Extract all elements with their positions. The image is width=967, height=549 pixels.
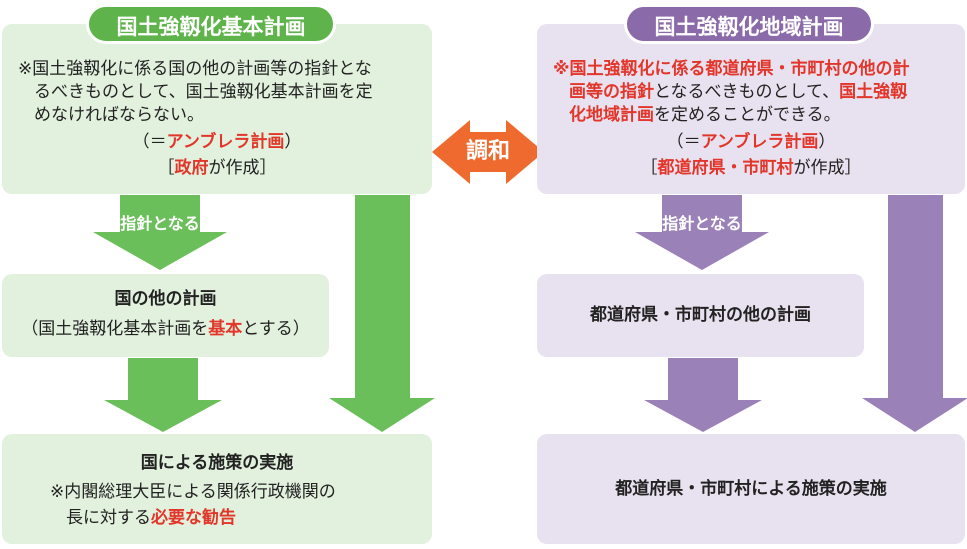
left-implementation-box	[2, 434, 432, 544]
left-mid-sub: （国土強靱化基本計画を基本とする）	[2, 318, 329, 341]
right-desc-line1: ※国土強靱化に係る都道府県・市町村の他の計	[553, 58, 910, 81]
right-umbrella-pre: （＝	[666, 132, 701, 152]
right-maker-post: が作成］	[793, 158, 862, 178]
left-basic-plan-box	[2, 24, 432, 194]
left-umbrella-line: （＝アンブレラ計画）	[2, 131, 432, 154]
right-long-arrow	[862, 195, 967, 432]
right-guide-arrow	[635, 195, 769, 270]
left-desc-line3: めなければならない。	[34, 105, 204, 125]
right-maker-red: 都道府県・市町村	[657, 158, 794, 178]
left-maker-red: 政府	[174, 158, 209, 178]
harmony-label: 調和	[465, 139, 510, 164]
left-mid-sub-post: とする）	[242, 319, 310, 339]
right-umbrella-red: アンブレラ計画	[700, 132, 819, 152]
right-desc-l1-red: ※国土強靱化に係る都道府県・市町村の他の計	[553, 59, 910, 79]
left-bottom-line2-red: 必要な勧告	[151, 508, 236, 528]
right-umbrella-line: （＝アンブレラ計画）	[537, 131, 965, 154]
left-long-arrow	[329, 195, 435, 432]
left-maker-pre: ［	[157, 158, 175, 178]
right-implementation-box	[537, 434, 965, 544]
right-title-pill: 国土強靱化地域計画	[624, 4, 874, 44]
right-desc-l2-red2: 国土強靱	[839, 82, 908, 102]
right-regional-plan-box	[537, 24, 965, 194]
right-other-plans-box	[537, 274, 864, 357]
right-desc-line3: 化地域計画を定めることができる。	[569, 104, 841, 127]
left-other-plans-box	[2, 274, 329, 357]
left-umbrella-post: ）	[284, 132, 302, 152]
left-mid-title: 国の他の計画	[114, 289, 217, 309]
left-guide-label: 指針となる	[120, 214, 200, 233]
right-maker-line: ［都道府県・市町村が作成］	[537, 157, 965, 180]
right-desc-line2: 画等の指針となるべきものとして、国土強靱	[569, 81, 907, 104]
harmony-double-arrow	[432, 120, 544, 184]
left-bottom-line2: 長に対する必要な勧告	[66, 507, 236, 530]
left-umbrella-red: アンブレラ計画	[166, 132, 285, 152]
right-desc-l3-post: を定めることができる。	[654, 105, 841, 125]
right-maker-pre: ［	[640, 158, 658, 178]
left-mid-sub-red: 基本	[208, 319, 243, 339]
left-guide-arrow	[93, 195, 227, 270]
right-mid-title: 都道府県・市町村の他の計画	[590, 305, 811, 325]
left-bottom-line1: ※内閣総理大臣による関係行政機関の	[50, 482, 336, 502]
left-desc-line2: るべきものとして、国土強靱化基本計画を定	[34, 82, 373, 102]
left-maker-post: が作成］	[208, 158, 277, 178]
right-umbrella-post: ）	[818, 132, 836, 152]
right-mid-arrow	[644, 358, 762, 432]
right-desc-l2-post: となるべきものとして、	[654, 82, 840, 102]
left-bottom-title: 国による施策の実施	[140, 453, 294, 473]
left-mid-sub-pre: （国土強靱化基本計画を	[21, 319, 209, 339]
right-desc-l3-red: 化地域計画	[569, 105, 654, 125]
left-title-pill: 国土強靱化基本計画	[86, 4, 336, 44]
right-guide-label: 指針となる	[662, 214, 742, 233]
left-maker-line: ［政府が作成］	[2, 157, 432, 180]
right-desc-l2-red: 画等の指針	[569, 82, 654, 102]
left-desc-line1: ※国土強靱化に係る国の他の計画等の指針とな	[18, 59, 372, 79]
right-bottom-title: 都道府県・市町村による施策の実施	[615, 479, 887, 499]
left-bottom-line2-pre: 長に対する	[66, 508, 151, 528]
left-umbrella-pre: （＝	[132, 132, 167, 152]
left-mid-arrow	[104, 358, 222, 432]
